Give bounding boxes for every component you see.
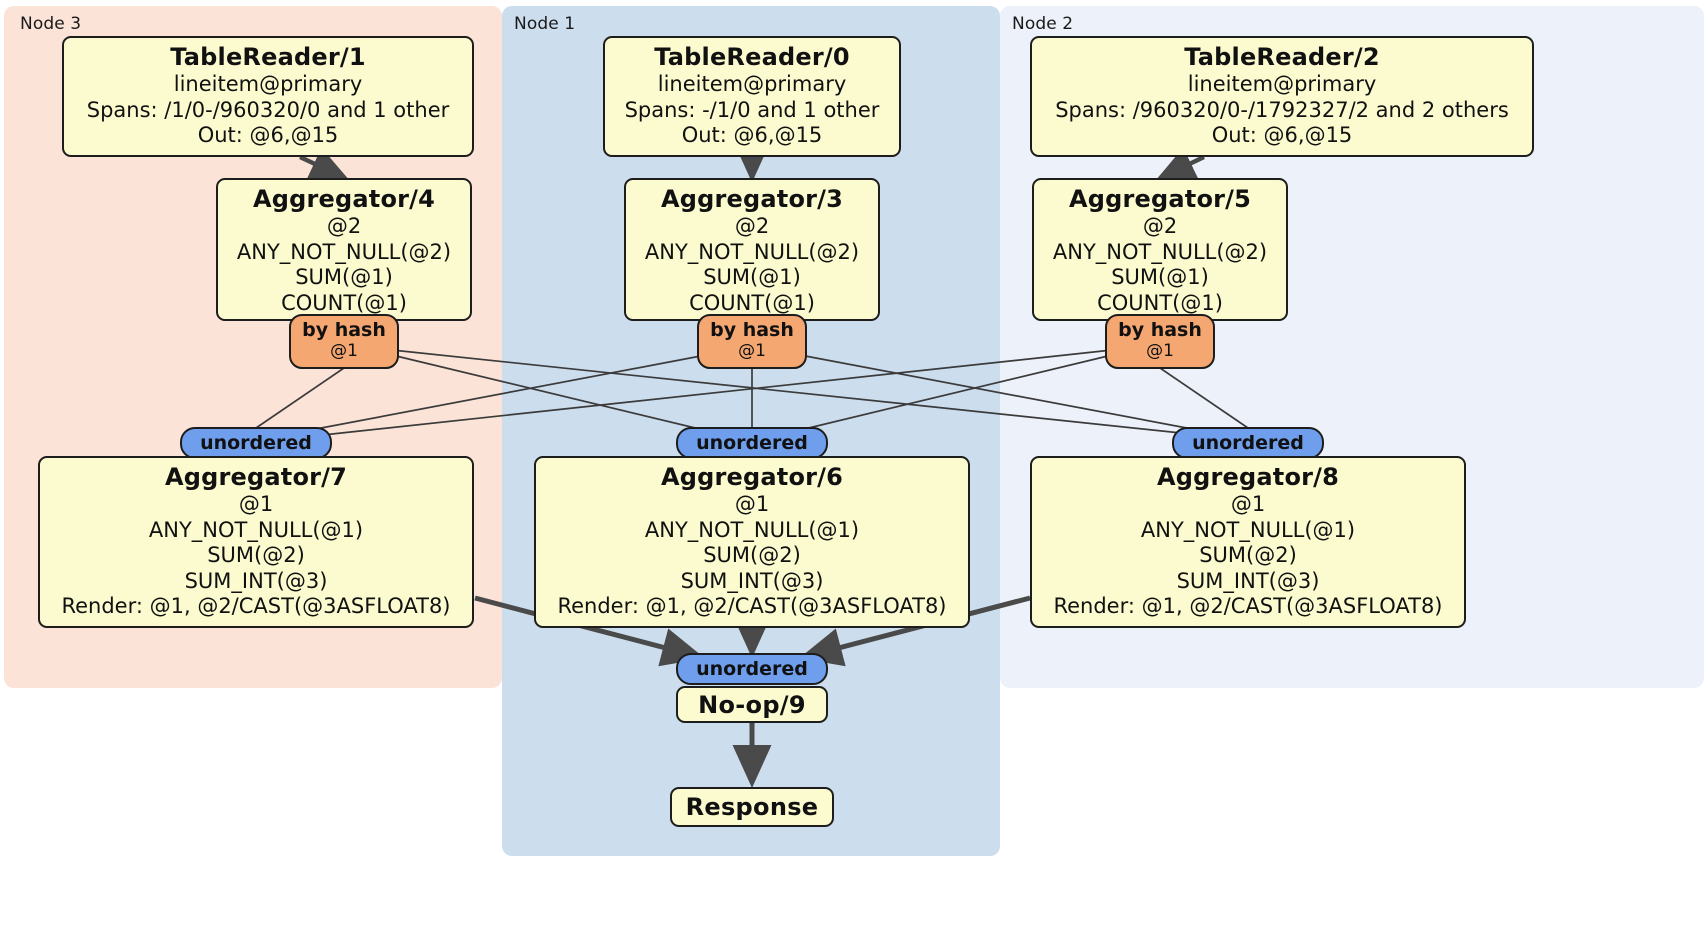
by-hash-badge-5[interactable]: by hash @1: [1105, 314, 1215, 369]
box-line: SUM(@1): [1111, 265, 1209, 289]
box-line: @2: [326, 214, 362, 238]
box-line: @1: [734, 492, 770, 516]
box-line: lineitem@primary: [173, 72, 363, 96]
box-line: COUNT(@1): [689, 290, 815, 315]
box-line: Out: @6,@15: [197, 123, 339, 147]
box-title: TableReader/0: [654, 43, 850, 71]
box-line: SUM_INT(@3): [680, 568, 824, 593]
aggregator-box-5[interactable]: Aggregator/5 @2 ANY_NOT_NULL(@2) SUM(@1)…: [1032, 178, 1288, 321]
noop-box[interactable]: No-op/9: [676, 686, 828, 723]
box-line: Render: @1, @2/CAST(@3ASFLOAT8): [61, 594, 451, 618]
box-title: Aggregator/6: [660, 463, 844, 491]
box-line: lineitem@primary: [657, 72, 847, 96]
table-reader-box-0[interactable]: TableReader/0 lineitem@primary Spans: -/…: [603, 36, 901, 157]
box-title: Aggregator/3: [660, 185, 844, 213]
box-line: ANY_NOT_NULL(@1): [644, 517, 860, 542]
box-line: SUM_INT(@3): [1176, 568, 1320, 593]
box-line: Spans: /1/0-/960320/0 and 1 other: [86, 97, 450, 122]
box-line: Spans: /960320/0-/1792327/2 and 2 others: [1055, 97, 1509, 122]
badge-label: by hash: [1118, 319, 1202, 341]
box-title: Aggregator/7: [164, 463, 348, 491]
box-line: Out: @6,@15: [681, 123, 823, 147]
box-line: SUM(@2): [1199, 543, 1297, 567]
box-line: Spans: -/1/0 and 1 other: [624, 97, 880, 122]
box-line: ANY_NOT_NULL(@2): [644, 239, 860, 264]
box-line: lineitem@primary: [1187, 72, 1377, 96]
box-line: SUM(@1): [295, 265, 393, 289]
table-reader-box-1[interactable]: TableReader/1 lineitem@primary Spans: /1…: [62, 36, 474, 157]
aggregator-box-3[interactable]: Aggregator/3 @2 ANY_NOT_NULL(@2) SUM(@1)…: [624, 178, 880, 321]
aggregator-box-7[interactable]: Aggregator/7 @1 ANY_NOT_NULL(@1) SUM(@2)…: [38, 456, 474, 628]
box-line: @1: [238, 492, 274, 516]
box-title: Aggregator/4: [252, 185, 436, 213]
box-title: TableReader/2: [1184, 43, 1380, 71]
box-line: SUM_INT(@3): [184, 568, 328, 593]
box-line: ANY_NOT_NULL(@2): [1052, 239, 1268, 264]
badge-label: by hash: [302, 319, 386, 341]
aggregator-box-8[interactable]: Aggregator/8 @1 ANY_NOT_NULL(@1) SUM(@2)…: [1030, 456, 1466, 628]
by-hash-badge-4[interactable]: by hash @1: [289, 314, 399, 369]
badge-sub: @1: [738, 341, 766, 361]
box-line: SUM(@2): [703, 543, 801, 567]
unordered-badge-7[interactable]: unordered: [180, 427, 332, 459]
unordered-badge-final[interactable]: unordered: [676, 653, 828, 685]
box-line: SUM(@2): [207, 543, 305, 567]
aggregator-box-4[interactable]: Aggregator/4 @2 ANY_NOT_NULL(@2) SUM(@1)…: [216, 178, 472, 321]
box-line: ANY_NOT_NULL(@1): [148, 517, 364, 542]
table-reader-box-2[interactable]: TableReader/2 lineitem@primary Spans: /9…: [1030, 36, 1534, 157]
box-title: Aggregator/5: [1068, 185, 1252, 213]
box-line: Render: @1, @2/CAST(@3ASFLOAT8): [1053, 594, 1443, 618]
box-line: COUNT(@1): [281, 290, 407, 315]
box-title: Aggregator/8: [1156, 463, 1340, 491]
badge-label: by hash: [710, 319, 794, 341]
box-line: @2: [734, 214, 770, 238]
response-box[interactable]: Response: [670, 787, 834, 827]
node-panel-label-node3: Node 3: [20, 14, 82, 34]
by-hash-badge-3[interactable]: by hash @1: [697, 314, 807, 369]
aggregator-box-6[interactable]: Aggregator/6 @1 ANY_NOT_NULL(@1) SUM(@2)…: [534, 456, 970, 628]
box-line: Out: @6,@15: [1211, 123, 1353, 147]
node-panel-label-node1: Node 1: [514, 14, 576, 34]
unordered-badge-6[interactable]: unordered: [676, 427, 828, 459]
box-line: @1: [1230, 492, 1266, 516]
box-line: ANY_NOT_NULL(@1): [1140, 517, 1356, 542]
box-title: TableReader/1: [170, 43, 366, 71]
badge-sub: @1: [1146, 341, 1174, 361]
box-line: ANY_NOT_NULL(@2): [236, 239, 452, 264]
unordered-badge-8[interactable]: unordered: [1172, 427, 1324, 459]
box-line: COUNT(@1): [1097, 290, 1223, 315]
node-panel-label-node2: Node 2: [1012, 14, 1074, 34]
badge-sub: @1: [330, 341, 358, 361]
box-line: SUM(@1): [703, 265, 801, 289]
box-line: @2: [1142, 214, 1178, 238]
box-line: Render: @1, @2/CAST(@3ASFLOAT8): [557, 594, 947, 618]
